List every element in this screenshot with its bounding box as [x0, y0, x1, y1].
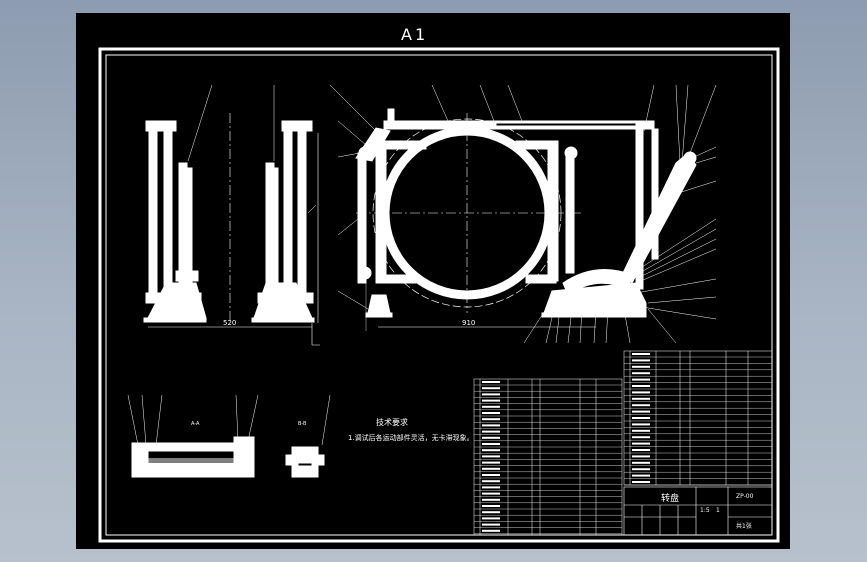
table-row-text: [482, 474, 500, 476]
table-row-text: [482, 480, 500, 483]
table-row-text: [482, 511, 500, 514]
table-row-text: [482, 443, 500, 445]
inner-border: [105, 54, 773, 536]
side-view-middle: [251, 120, 315, 323]
table-row-text: [482, 523, 500, 526]
table-row-text: [482, 412, 500, 414]
title-block-scale: 1:5: [700, 507, 710, 514]
dim-side-width: 520: [223, 319, 237, 327]
section-label-right: B-B: [298, 421, 307, 427]
table-row-text: [632, 404, 650, 407]
table-row-text: [632, 468, 650, 471]
table-row-text: [632, 474, 650, 477]
table-row-text: [632, 429, 650, 432]
table-row-text: [632, 481, 650, 483]
table-row-text: [632, 449, 650, 451]
title-block-frame: [623, 486, 773, 536]
table-row-text: [632, 442, 650, 445]
table-row-text: [482, 455, 500, 458]
table-row-text: [632, 365, 650, 368]
cad-drawing: [98, 47, 780, 543]
dim-front-width: 910: [462, 319, 476, 327]
section-label-left: A-A: [191, 421, 200, 427]
table-row-text: [482, 418, 500, 421]
table-row-text: [482, 449, 500, 452]
side-view-left: [143, 120, 207, 323]
table-row-text: [482, 399, 500, 402]
table-row-text: [482, 498, 500, 501]
table-row-text: [632, 417, 650, 419]
table-row-text: [482, 467, 500, 470]
title-block-drawing-no: ZP-00: [736, 493, 754, 500]
table-row-text: [632, 378, 650, 381]
table-row-text: [632, 461, 650, 464]
table-row-text: [482, 436, 500, 439]
table-row-text: [482, 486, 500, 489]
table-row-text: [482, 517, 500, 520]
table-row-text: [632, 385, 650, 387]
table-row-text: [482, 405, 500, 408]
leader-lines: [187, 84, 717, 346]
table-row-text: [632, 455, 650, 458]
drawing-sheet: A1: [76, 13, 790, 549]
table-row-text: [482, 393, 500, 396]
table-row-text: [632, 359, 650, 362]
table-row-text: [482, 461, 500, 464]
title-block-sheet: 共1张: [736, 523, 752, 530]
table-row-text: [482, 424, 500, 427]
table-row-text: [632, 391, 650, 394]
table-row-text: [632, 353, 650, 355]
table-row-text: [482, 492, 500, 495]
table-row-text: [632, 372, 650, 375]
title-block-quantity: 1: [716, 507, 720, 514]
notes-heading: 技术要求: [376, 418, 408, 427]
section-view-left: [131, 436, 255, 478]
table-row-text: [632, 397, 650, 400]
outer-border: [98, 47, 780, 543]
table-row-text: [482, 505, 500, 507]
sheet-size-title: A1: [401, 25, 429, 44]
title-block-name: 转盘: [661, 494, 680, 504]
notes-line-1: 1.调试后各运动部件灵活，无卡滞现象。: [348, 434, 474, 442]
parts-list-right: [623, 350, 773, 486]
table-row-text: [632, 436, 650, 439]
front-view-frame: [355, 108, 697, 318]
table-row-text: [482, 529, 500, 532]
table-row-text: [632, 410, 650, 413]
section-view-right: [285, 446, 325, 478]
table-row-text: [632, 423, 650, 426]
table-row-text: [482, 381, 500, 383]
table-row-text: [482, 430, 500, 433]
table-row-text: [482, 387, 500, 390]
